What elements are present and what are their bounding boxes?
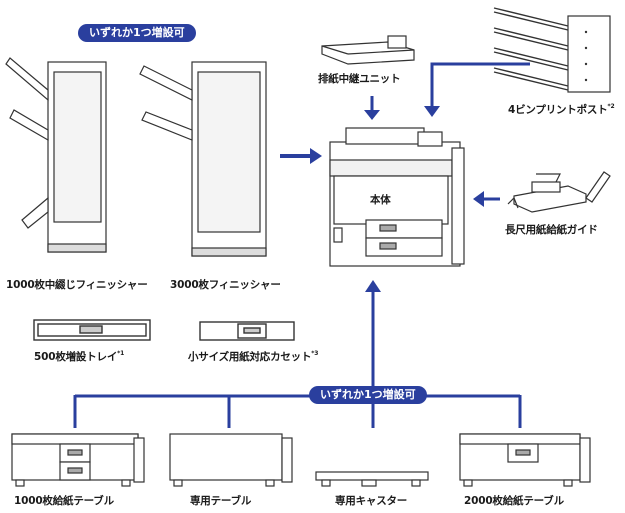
label-mailbox: 4ビンプリントポスト*2 — [508, 103, 615, 116]
arrowhead-mailbox — [424, 106, 440, 117]
small-cassette-footnote: *3 — [311, 350, 319, 357]
arrowhead-finisher — [310, 148, 322, 164]
label-finisher-1000: 1000枚中綴じフィニッシャー — [6, 279, 148, 291]
label-finisher-3000: 3000枚フィニッシャー — [170, 279, 281, 291]
small-cassette-image — [199, 321, 295, 341]
table-2000-image — [459, 433, 591, 487]
mailbox-footnote: *2 — [607, 103, 615, 110]
label-tray-500: 500枚増設トレイ*1 — [34, 350, 125, 363]
caster-image — [315, 471, 429, 487]
either-one-badge-top: いずれか1つ増設可 — [78, 24, 196, 42]
label-long-guide: 長尺用紙給紙ガイド — [505, 224, 598, 236]
label-exit-relay: 排紙中継ユニット — [318, 73, 401, 85]
finisher-1000-image — [5, 57, 107, 253]
mailbox-image — [493, 7, 611, 93]
long-guide-image — [507, 171, 611, 213]
label-table-1000: 1000枚給紙テーブル — [14, 495, 114, 507]
label-table-2000: 2000枚給紙テーブル — [464, 495, 564, 507]
label-table-plain: 専用テーブル — [190, 495, 252, 507]
label-main-body: 本体 — [370, 194, 391, 206]
tray-500-footnote: *1 — [117, 350, 125, 357]
exit-relay-image — [321, 35, 415, 65]
main-body-image — [329, 127, 465, 267]
arrow-mailbox-to-main — [430, 62, 530, 108]
label-small-cassette: 小サイズ用紙対応カセット*3 — [188, 350, 319, 363]
label-caster: 専用キャスター — [335, 495, 408, 507]
finisher-3000-image — [139, 61, 267, 257]
table-1000-image — [11, 433, 145, 487]
either-one-badge-bottom: いずれか1つ増設可 — [309, 386, 427, 404]
arrowhead-bottom — [365, 280, 381, 292]
tray-500-image — [33, 319, 151, 341]
arrowhead-guide — [473, 191, 484, 207]
arrowhead-relay — [364, 110, 380, 120]
table-plain-image — [169, 433, 293, 487]
